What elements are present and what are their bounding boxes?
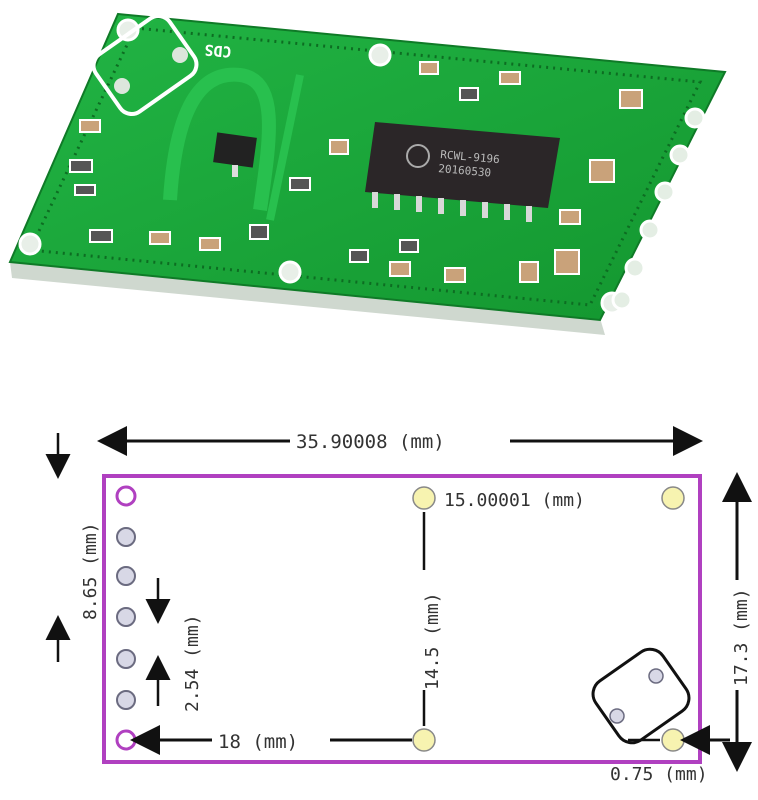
cds-label: CDS — [204, 41, 233, 61]
transistor — [213, 132, 257, 168]
dimension-drawing: 35.90008 (mm) 8.65 (mm) 2.54 (mm) 15.000… — [0, 400, 758, 796]
dim-pin-offset-label: 8.65 (mm) — [80, 522, 101, 620]
mounting-hole-top-right — [661, 486, 685, 510]
mounting-hole-bottom-left — [412, 728, 436, 752]
mounting-hole-bottom-right — [661, 728, 685, 752]
mounting-hole-top-left — [412, 486, 436, 510]
pcb-board — [8, 12, 727, 322]
board-outline — [102, 474, 702, 764]
pcb-photo-illustration: CDS RCWL-9196 20160530 — [8, 12, 727, 335]
dim-hole-vertical-label: 14.5 (mm) — [422, 592, 443, 690]
cds-sensor-footprint: CDS — [91, 14, 233, 116]
smd-components — [69, 61, 643, 283]
dim-pin-pitch-label: 2.54 (mm) — [182, 614, 203, 712]
dim-bottom-label: 18 (mm) — [218, 731, 298, 753]
antenna-trace — [163, 67, 276, 211]
dim-edge-offset-label: 0.75 (mm) — [610, 764, 708, 785]
chip-label-model: RCWL-9196 — [440, 148, 501, 166]
dim-height-label: 17.3 (mm) — [731, 588, 752, 686]
dimension-height: 17.3 (mm) — [722, 472, 752, 772]
cds-sensor-outline — [591, 647, 691, 745]
dim-width-label: 35.90008 (mm) — [296, 431, 445, 453]
dimension-width: 35.90008 (mm) — [97, 426, 703, 456]
ic-chip: RCWL-9196 20160530 — [365, 122, 560, 222]
header-pads — [611, 107, 706, 311]
pcb-photo: CDS RCWL-9196 20160530 — [0, 0, 758, 360]
chip-label-date: 20160530 — [438, 162, 492, 180]
dim-top-spacing-label: 15.00001 (mm) — [444, 490, 585, 511]
dimension-drawing-svg: 35.90008 (mm) 8.65 (mm) 2.54 (mm) 15.000… — [45, 426, 752, 785]
